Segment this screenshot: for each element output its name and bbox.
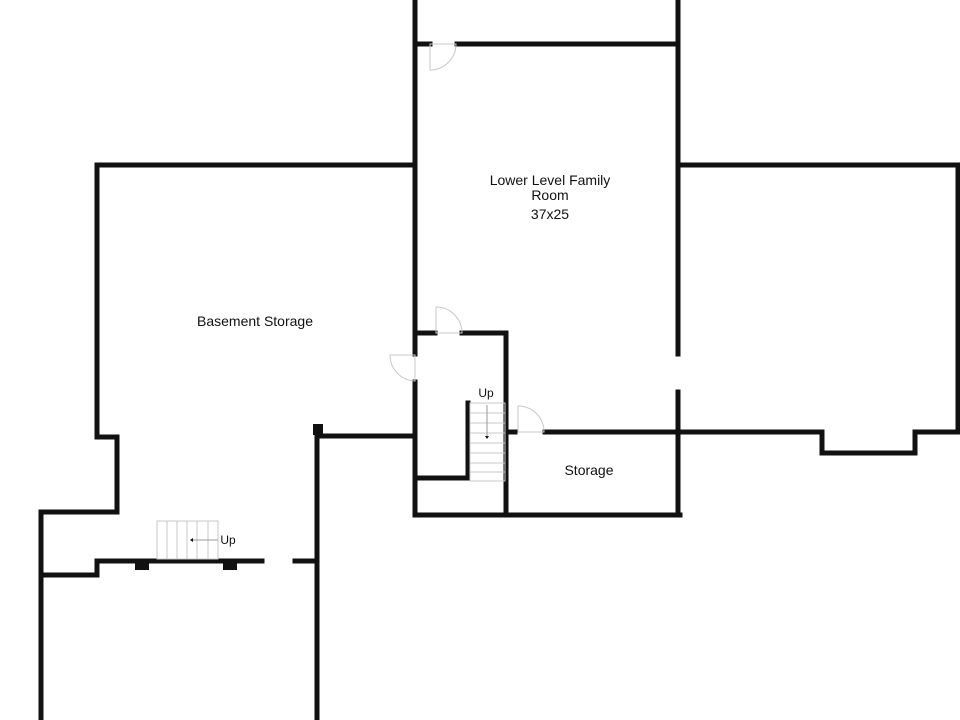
family-room-name-line2: Room — [531, 187, 569, 203]
left-stairs — [156, 520, 219, 560]
columns — [135, 424, 323, 570]
walls — [38, 0, 960, 720]
door-swing — [429, 43, 457, 71]
center-stairs-up-label: Up — [478, 386, 494, 400]
door-swing — [435, 306, 463, 334]
stair-arrow-icon — [485, 436, 489, 439]
storage-label: Storage — [564, 462, 614, 478]
wall — [38, 558, 265, 578]
family-room-name-line1: Lower Level Family — [489, 172, 611, 188]
column — [223, 561, 237, 570]
doors — [389, 43, 545, 433]
wall — [38, 162, 418, 720]
wall — [675, 162, 960, 456]
stair-arrow-icon — [190, 538, 193, 542]
door-swing — [517, 405, 545, 433]
center-stairs — [469, 402, 506, 482]
family-room-label: Lower Level Family Room 37x25 — [470, 173, 630, 222]
basement-storage-label: Basement Storage — [197, 313, 313, 329]
wall — [412, 379, 683, 518]
family-room-dimensions: 37x25 — [530, 206, 570, 222]
column — [313, 424, 323, 435]
left-stairs-up-label: Up — [220, 533, 236, 547]
wall — [459, 330, 509, 518]
wall — [414, 400, 471, 481]
door-swing — [389, 354, 416, 382]
column — [135, 561, 149, 570]
